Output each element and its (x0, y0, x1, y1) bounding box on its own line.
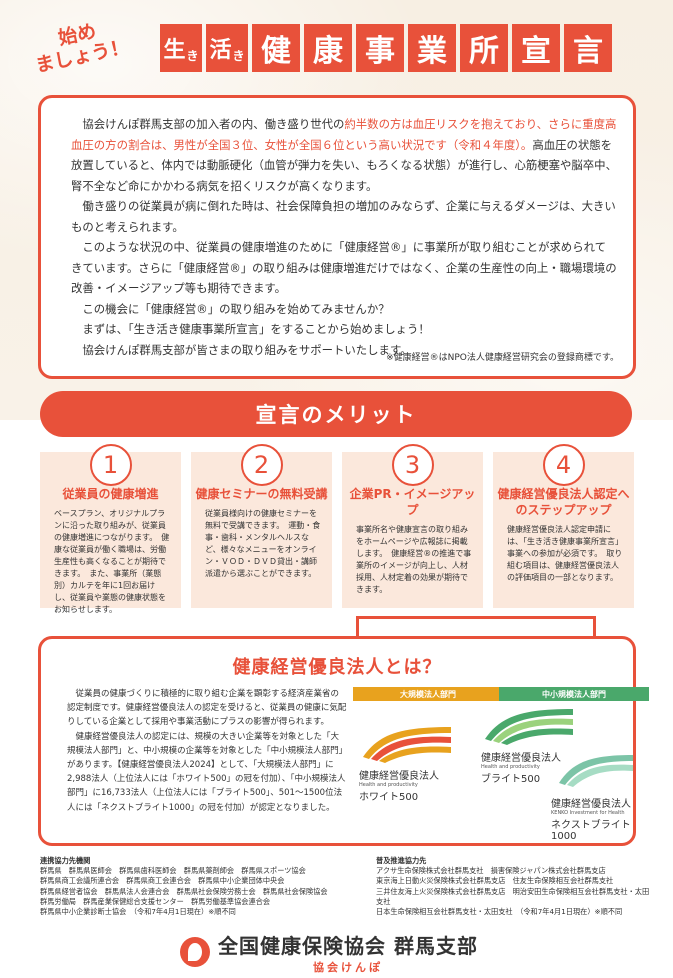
bright500-ribbon-icon (485, 709, 573, 745)
title-char-box: 言 (564, 24, 612, 72)
partners-line: 群馬県商工会議所連合会 群馬県商工会連合会 群馬県中小企業団体中央会 (40, 876, 285, 886)
intro-paragraph-4: この機会に「健康経営®」の取り組みを始めてみませんか？ (82, 301, 390, 316)
partners-line: 群馬労働局 群馬産業保健総合支援センター 群馬労働基準協会連合会 (40, 896, 271, 906)
intro-text: 協会けんぽ群馬支部の加入者の内、働き盛り世代の (82, 117, 345, 131)
title-char: 活 (209, 38, 232, 63)
merit-card: 2 健康セミナーの無料受講 従業員様向けの健康セミナーを無料で受講できます。 運… (191, 444, 332, 608)
kenko-paragraph-1: 従業員の健康づくりに積極的に取り組む企業を顕彰する経済産業省の認定制度です。健康… (67, 689, 347, 728)
kenko-section: 健康経営優良法人とは？ 従業員の健康づくりに積極的に取り組む企業を顕彰する経済産… (38, 636, 649, 846)
nextbright1000-text: 健康経営優良法人 KENKO Investment for Health ネクス… (551, 795, 637, 842)
kenko-title: 健康経営優良法人とは？ (232, 657, 442, 678)
white500-logo: 健康経営優良法人 Health and productivity ホワイト500 (359, 723, 479, 803)
title-char: 所 (469, 34, 499, 69)
merit-description: ベースプラン、オリジナルプランに沿った取り組みが、従業員の健康増進につながります… (54, 509, 170, 614)
title-char: 業 (417, 34, 447, 69)
footer-partners: 連携協力先機関 群馬県 群馬県医師会 群馬県歯科医師会 群馬県薬剤師会 群馬県ス… (40, 856, 360, 917)
merit-title: 健康経営優良法人認定へのステップアップ (497, 487, 630, 517)
logo-english: Health and productivity (359, 782, 418, 788)
intro-paragraph-5: まずは、「生き活き健康事業所宣言」をすることから始めましょう！ (82, 322, 430, 336)
logo-label: 健康経営優良法人 (481, 753, 561, 764)
intro-paragraph-3: このような状況の中、従業員の健康増進のために「健康経営®」に事業所が取り組むこと… (71, 240, 617, 295)
merit-number: 3 (391, 444, 434, 486)
title-char: 言 (573, 34, 603, 69)
merit-number: 2 (240, 444, 283, 486)
connector-line (356, 616, 596, 636)
title-char: き (186, 49, 199, 63)
category-large-tag: 大規模法人部門 (353, 687, 503, 701)
merit-title: 従業員の健康増進 (62, 487, 159, 501)
kyokai-kenpo-logo-icon (180, 937, 210, 967)
logo-english: Health and productivity (481, 764, 540, 770)
supporters-line: 東京海上日動火災保険株式会社群馬支店 住友生命保険相互会社群馬支社 (376, 876, 614, 886)
partners-line: 群馬県 群馬県医師会 群馬県歯科医師会 群馬県薬剤師会 群馬県スポーツ協会 (40, 866, 306, 876)
logo-english: KENKO Investment for Health (551, 810, 625, 816)
brand-subname: 協会けんぽ (312, 960, 383, 974)
category-small-tag: 中小規模法人部門 (499, 687, 649, 701)
title-char-box: 宣 (512, 24, 560, 72)
merit-description: 従業員様向けの健康セミナーを無料で受講できます。 運動・食事・歯科・メンタルヘル… (205, 509, 321, 578)
title-char: 康 (313, 34, 343, 69)
nextbright1000-logo (555, 749, 639, 793)
intro-paragraph-2: 働き盛りの従業員が病に倒れた時は、社会保障負担の増加のみならず、企業に与えるダメ… (71, 199, 616, 234)
title-char: き (232, 49, 245, 63)
merit-card: 1 従業員の健康増進 ベースプラン、オリジナルプランに沿った取り組みが、従業員の… (40, 444, 181, 614)
kenko-paragraph-2: 健康経営優良法人の認定には、規模の大きい企業等を対象とした「大規模法人部門」と、… (67, 731, 346, 813)
merit-title: 企業PR・イメージアップ (349, 487, 476, 517)
logo-label: 健康経営優良法人 (359, 771, 439, 782)
logo-name: ホワイト500 (359, 792, 419, 803)
merit-description: 健康経営優良法人認定申請には、「生き活き健康事業所宣言」事業への参加が必須です。… (507, 525, 623, 582)
title-char-box: 事 (356, 24, 404, 72)
merit-number: 1 (89, 444, 132, 486)
partners-line: 群馬県中小企業診断士協会 （令和7年4月1日現在）※順不同 (40, 907, 236, 917)
intro-text: 高血圧の状態を放置していると、体内では動脈硬化（血管が弾力を失い、もろくなる状態… (71, 137, 617, 193)
bright500-logo: 健康経営優良法人 Health and productivity ブライト500 (481, 705, 601, 785)
title-char-box: 康 (304, 24, 352, 72)
merit-list: 1 従業員の健康増進 ベースプラン、オリジナルプランに沿った取り組みが、従業員の… (40, 444, 634, 614)
merit-heading: 宣言のメリット (40, 391, 632, 437)
title-char: 生 (163, 38, 186, 63)
merit-number: 4 (542, 444, 585, 486)
title-char-box: 業 (408, 24, 456, 72)
title-char: 事 (365, 34, 395, 69)
merit-title: 健康セミナーの無料受講 (195, 487, 328, 501)
partners-line: 群馬県経営者協会 群馬県法人会連合会 群馬県社会保険労務士会 群馬県社会保険協会 (40, 886, 328, 896)
title-char-box: 活き (206, 24, 248, 72)
brand-logo: 全国健康保険協会 群馬支部 協会けんぽ (180, 930, 478, 974)
brand-name: 全国健康保険協会 群馬支部 (218, 933, 478, 958)
white500-ribbon-icon (363, 727, 451, 763)
logo-name: ネクストブライト1000 (551, 820, 631, 842)
trademark-note: ※健康経営®はNPO法人健康経営研究会の登録商標です。 (386, 352, 619, 363)
title-char: 健 (261, 34, 291, 69)
kenko-body: 従業員の健康づくりに積極的に取り組む企業を顕彰する経済産業省の認定制度です。健康… (67, 687, 347, 815)
merit-card: 3 企業PR・イメージアップ 事業所名や健康宣言の取り組みをホームページや広報誌… (342, 444, 483, 608)
merit-description: 事業所名や健康宣言の取り組みをホームページや広報誌に掲載します。 健康経営®の推… (356, 525, 472, 594)
title-char-box: 健 (252, 24, 300, 72)
intro-highlight: 約半数の方は血圧リスクを抱えており、さらに重度高血圧の方の割合は、男性が全国３位… (71, 117, 617, 152)
nextbright1000-ribbon-icon (559, 755, 633, 787)
footer-supporters: 普及推進協力先 アクサ生命保険株式会社群馬支社 損害保険ジャパン株式会社群馬支店… (376, 856, 656, 917)
supporters-line: アクサ生命保険株式会社群馬支社 損害保険ジャパン株式会社群馬支店 (376, 866, 606, 876)
merit-card: 4 健康経営優良法人認定へのステップアップ 健康経営優良法人認定申請には、「生き… (493, 444, 634, 608)
partners-heading: 連携協力先機関 (40, 856, 91, 865)
logo-name: ブライト500 (481, 774, 541, 785)
intro-box: 協会けんぽ群馬支部の加入者の内、働き盛り世代の約半数の方は血圧リスクを抱えており… (38, 95, 636, 379)
supporters-heading: 普及推進協力先 (376, 856, 427, 865)
logo-label: 健康経営優良法人 (551, 799, 631, 810)
intro-paragraph-1: 協会けんぽ群馬支部の加入者の内、働き盛り世代の約半数の方は血圧リスクを抱えており… (71, 114, 617, 196)
supporters-line: 日本生命保険相互会社群馬支社・太田支社 （令和7年4月1日現在）※順不同 (376, 907, 623, 917)
title-char-box: 所 (460, 24, 508, 72)
supporters-line: 三井住友海上火災保険株式会社群馬支店 明治安田生命保険相互会社群馬支社・太田支社 (376, 886, 650, 906)
intro-paragraph-6: 協会けんぽ群馬支部が皆さまの取り組みをサポートいたします。 (82, 342, 412, 357)
page-title: 生き 活き 健 康 事 業 所 宣 言 (160, 24, 612, 72)
connector-line-vertical (356, 616, 359, 640)
title-char: 宣 (521, 34, 551, 69)
title-char-box: 生き (160, 24, 202, 72)
